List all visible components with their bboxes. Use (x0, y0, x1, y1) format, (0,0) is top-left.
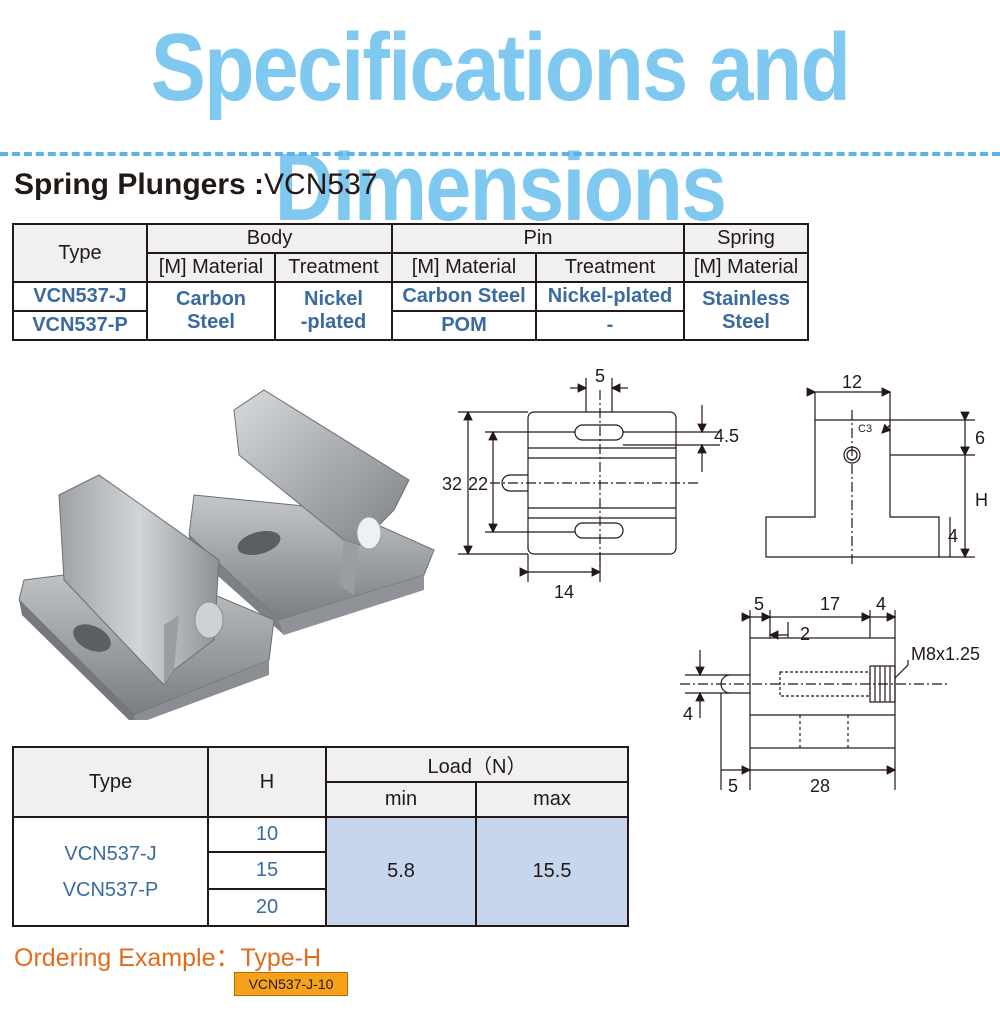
dim-bottom-pin-len: 5 (728, 776, 738, 796)
dim-front-bottom-width: 14 (554, 582, 574, 602)
spec-body-material-line2: Steel (187, 311, 235, 333)
page-title: Specifications and Dimensions (150, 14, 851, 241)
product-name: Spring Plungers (14, 168, 246, 201)
load-type-header: Type (12, 746, 209, 818)
bottom-view-outline (749, 637, 896, 749)
spec-type-p: VCN537-P (12, 310, 148, 341)
spec-type-j: VCN537-J (12, 281, 148, 312)
ordering-example-label: Ordering Example：Type-H (14, 944, 322, 972)
spec-table: Type Body Pin Spring [M] Material Treatm… (12, 223, 809, 341)
load-h-value: 15 (207, 851, 327, 890)
dim-bottom-thread: M8x1.25 (911, 644, 980, 664)
dim-bottom-length: 28 (810, 776, 830, 796)
spec-spring-line2: Steel (722, 311, 770, 333)
spec-pin-treatment-header: Treatment (535, 252, 685, 283)
back-plunger-body (188, 389, 435, 635)
dim-bottom-d4: 2 (800, 624, 810, 644)
product-model: VCN537 (264, 168, 378, 201)
dim-side-base: 4 (948, 526, 958, 546)
spec-body-treatment-header: Treatment (274, 252, 393, 283)
title-divider (0, 152, 1000, 156)
spec-pin-material-header: [M] Material (391, 252, 537, 283)
spec-body-material-header: [M] Material (146, 252, 276, 283)
load-max-header: max (475, 781, 629, 818)
dim-side-height: H (975, 490, 988, 510)
load-table: Type H Load（N） min max VCN537-J VCN537-P… (12, 746, 629, 927)
front-view-slot-bottom (574, 522, 624, 539)
spec-pin-header: Pin (391, 223, 685, 254)
spec-type-header: Type (12, 223, 148, 283)
spec-body-treatment-line2: -plated (300, 311, 367, 333)
load-header: Load（N） (325, 746, 629, 783)
spec-pin-material-j: Carbon Steel (391, 281, 537, 312)
spec-body-treatment-line1: Nickel (304, 288, 363, 310)
load-types: VCN537-J VCN537-P (12, 816, 209, 927)
dim-bottom-pin-dia: 4 (683, 704, 693, 724)
dim-front-inner-height: 22 (468, 474, 488, 494)
load-h-header: H (207, 746, 327, 818)
spec-body-material-line1: Carbon (176, 288, 246, 310)
dim-bottom-d1: 5 (754, 594, 764, 614)
spec-body-header: Body (146, 223, 393, 254)
load-max-value: 15.5 (475, 816, 629, 927)
load-h-value: 20 (207, 888, 327, 927)
load-min-header: min (325, 781, 477, 818)
dim-front-top-width: 5 (595, 366, 605, 386)
front-plunger-body (18, 474, 275, 720)
spec-spring-material-header: [M] Material (683, 252, 809, 283)
spec-spring-header: Spring (683, 223, 809, 254)
spec-spring-line1: Stainless (702, 288, 790, 310)
load-min-value: 5.8 (325, 816, 477, 927)
spec-pin-material-p: POM (391, 310, 537, 341)
dimension-drawing: 5 4.5 32 22 14 12 C3 6 H 4 5 17 4 2 M8x1… (442, 366, 988, 796)
product-subtitle: Spring Plungers :VCN537 (14, 168, 377, 202)
dim-bottom-d3: 4 (876, 594, 886, 614)
spec-body-material: Carbon Steel (146, 281, 276, 341)
dim-side-width: 12 (842, 372, 862, 392)
load-type-p: VCN537-P (62, 878, 159, 901)
ordering-example-badge: VCN537-J-10 (234, 972, 348, 996)
spec-pin-treatment-p: - (535, 310, 685, 341)
front-view-pin (501, 474, 528, 492)
load-type-j: VCN537-J (64, 842, 157, 865)
spec-spring-material: Stainless Steel (683, 281, 809, 341)
dim-front-outer-height: 32 (442, 474, 462, 494)
dim-side-chamfer: C3 (858, 423, 872, 435)
load-h-value: 10 (207, 816, 327, 853)
spec-body-treatment: Nickel -plated (274, 281, 393, 341)
dim-side-top: 6 (975, 428, 985, 448)
subtitle-colon: : (254, 168, 265, 201)
front-view-slot-top (574, 424, 624, 441)
dim-front-slot: 4.5 (714, 426, 739, 446)
spec-pin-treatment-j: Nickel-plated (535, 281, 685, 312)
dim-bottom-d2: 17 (820, 594, 840, 614)
product-illustration (18, 389, 435, 720)
